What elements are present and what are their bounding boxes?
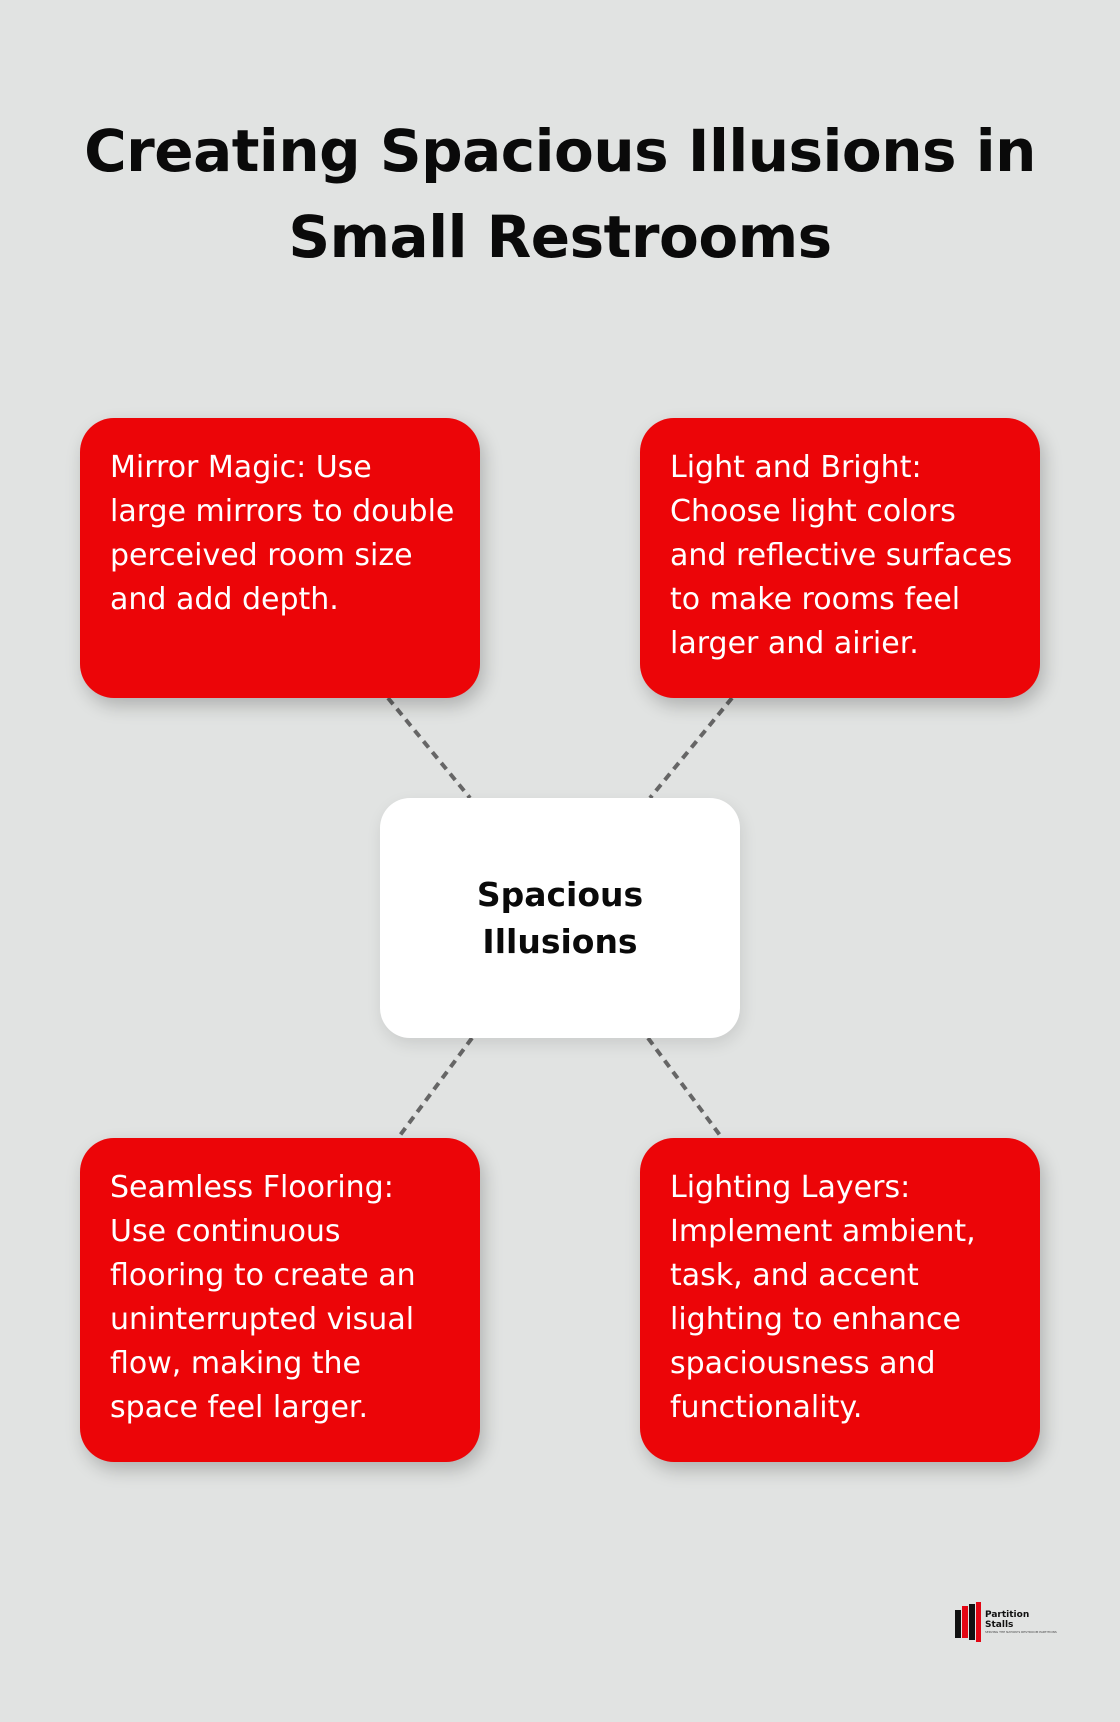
card-light-and-bright: Light and Bright: Choose light colors an… — [640, 418, 1040, 698]
connector-bottom-left — [396, 1036, 474, 1140]
brand-logo: Partition Stalls SERVING THE NATION'S RE… — [955, 1602, 1057, 1642]
partition-stalls-logo-icon — [955, 1602, 981, 1642]
logo-tagline: SERVING THE NATION'S RESTROOM PARTITIONS — [985, 1629, 1057, 1634]
connector-bottom-right — [646, 1036, 724, 1140]
card-mirror-magic: Mirror Magic: Use large mirrors to doubl… — [80, 418, 480, 698]
card-lighting-layers: Lighting Layers: Implement ambient, task… — [640, 1138, 1040, 1462]
logo-line1: Partition — [985, 1609, 1030, 1620]
center-node: Spacious Illusions — [380, 798, 740, 1038]
connector-top-left — [386, 696, 472, 800]
card-seamless-flooring: Seamless Flooring: Use continuous floori… — [80, 1138, 480, 1462]
card-text: Light and Bright: Choose light colors an… — [670, 450, 1013, 661]
page-title: Creating Spacious Illusions in Small Res… — [84, 117, 1036, 271]
card-text: Lighting Layers: Implement ambient, task… — [670, 1170, 976, 1425]
card-text: Seamless Flooring: Use continuous floori… — [110, 1170, 416, 1425]
center-label: Spacious Illusions — [476, 875, 644, 961]
logo-line2: Stalls — [985, 1619, 1014, 1630]
card-text: Mirror Magic: Use large mirrors to doubl… — [110, 450, 455, 617]
connector-top-right — [648, 696, 734, 800]
